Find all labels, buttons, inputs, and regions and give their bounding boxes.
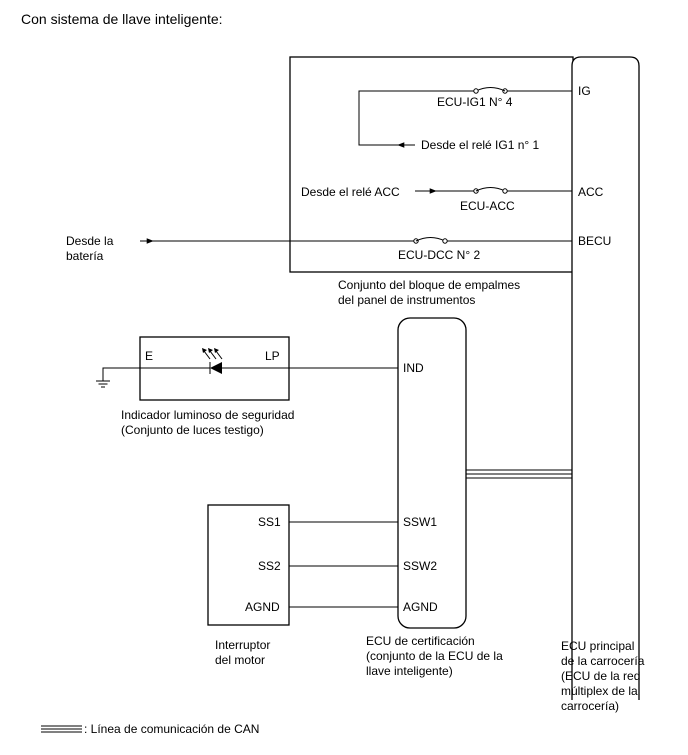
pin-agnd-ecu: AGND [403, 600, 438, 614]
battery-source-label-1: Desde la [66, 234, 114, 248]
pin-acc: ACC [578, 185, 604, 199]
pin-becu: BECU [578, 234, 611, 248]
page-title: Con sistema de llave inteligente: [21, 11, 223, 27]
can-bus-lines [466, 469, 572, 479]
junction-block-box [289, 56, 574, 273]
junction-block-caption-2: del panel de instrumentos [338, 293, 475, 307]
security-indicator-caption-1: Indicador luminoso de seguridad [121, 408, 294, 422]
certification-ecu-caption-1: ECU de certificación [366, 634, 475, 648]
pin-e: E [145, 349, 153, 363]
pin-ssw2: SSW2 [403, 559, 437, 573]
battery-circuit [140, 237, 572, 244]
engine-switch-caption-1: Interruptor [215, 638, 270, 652]
security-indicator-caption-2: (Conjunto de luces testigo) [121, 423, 264, 437]
certification-ecu-caption-3: llave inteligente) [366, 664, 453, 678]
pin-lp: LP [265, 349, 280, 363]
main-body-ecu-caption-3: (ECU de la red [561, 669, 640, 683]
pin-ssw1: SSW1 [403, 515, 437, 529]
main-body-ecu-box [571, 56, 640, 700]
main-body-ecu-caption-5: carrocería) [561, 699, 619, 713]
engine-switch-box [207, 504, 290, 626]
pin-ig: IG [578, 84, 591, 98]
pin-ss2: SS2 [258, 559, 281, 573]
acc-relay-source-label: Desde el relé ACC [301, 185, 400, 199]
pin-ind: IND [403, 361, 424, 375]
ig1-circuit [358, 87, 572, 148]
certification-ecu-caption-2: (conjunto de la ECU de la [366, 649, 503, 663]
main-body-ecu-caption-2: de la carrocería [561, 654, 645, 668]
certification-ecu-box [397, 317, 467, 629]
acc-circuit [415, 187, 572, 194]
main-body-ecu-caption-1: ECU principal [561, 639, 634, 653]
ground-icon [96, 367, 140, 388]
fuse-ecu-dcc-label: ECU-DCC N° 2 [398, 248, 480, 262]
led-icon [140, 348, 289, 374]
main-body-ecu-caption-4: múltiplex de la [561, 684, 638, 698]
pin-ss1: SS1 [258, 515, 281, 529]
junction-block-caption-1: Conjunto del bloque de empalmes [338, 278, 520, 292]
ig1-relay-source-label: Desde el relé IG1 n° 1 [421, 138, 540, 152]
battery-source-label-2: batería [66, 249, 104, 263]
engine-switch-caption-2: del motor [215, 653, 265, 667]
can-legend-symbol [41, 725, 82, 733]
fuse-ecu-ig1-label: ECU-IG1 N° 4 [437, 95, 513, 109]
pin-agnd-switch: AGND [245, 600, 280, 614]
fuse-ecu-acc-label: ECU-ACC [460, 199, 515, 213]
can-legend-label: : Línea de comunicación de CAN [84, 722, 259, 736]
